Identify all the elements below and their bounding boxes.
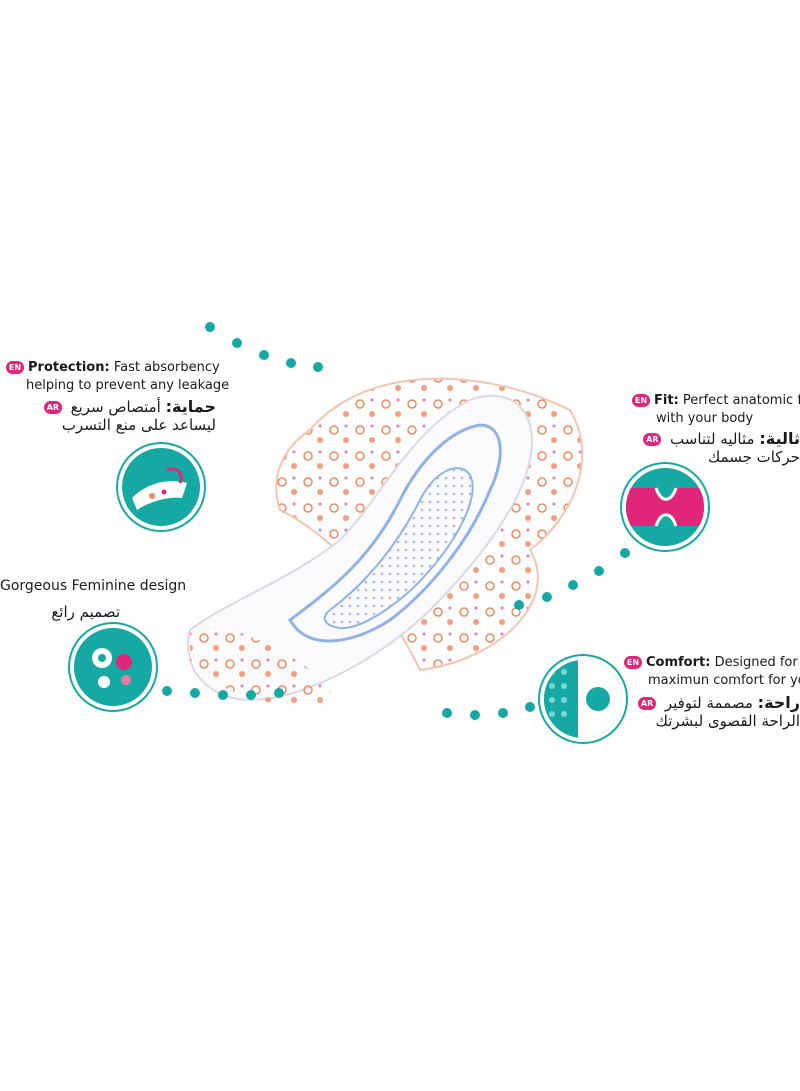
fit-en-line-1: EN Fit: Perfect anatomic fi [632,392,800,410]
protection-ar: حماية: أمتصاص سريع AR ليساعد على منع الت… [6,398,216,434]
protection-text-ar-1: أمتصاص سريع [70,398,161,416]
design-ar: تصميم رائع [0,603,120,621]
ar-badge: AR [43,401,62,414]
comfort-feature: EN Comfort: Designed for maximun comfort … [624,654,800,690]
design-circle-icon [70,624,156,710]
protection-text-en-2: helping to prevent any leakage [26,378,230,393]
en-badge: EN [632,394,650,407]
comfort-ar: راحة: مصممة لتوفير AR الراحة القصوى لبشر… [624,694,800,730]
fit-text-en-2: with your body [656,411,754,426]
en-badge: EN [624,656,642,669]
comfort-circle-icon [540,656,626,742]
ar-badge: AR [638,697,657,710]
comfort-title-ar: راحة: [757,693,800,712]
protection-feature: EN Protection: Fast absorbency helping to… [6,359,229,395]
en-badge: EN [6,361,24,374]
fit-text-ar-1: مثاليه لتناسب [670,430,755,448]
fit-ar: ثالية: مثاليه لتناسب AR حركات جسمك [632,430,800,466]
protection-en-line-1: EN Protection: Fast absorbency [6,359,229,377]
pad-illustration [187,377,584,706]
protection-circle-icon [118,444,204,530]
pad-core [323,467,474,630]
comfort-en-line-1: EN Comfort: Designed for [624,654,800,672]
fit-ar-line-1: ثالية: مثاليه لتناسب AR [632,430,800,448]
comfort-ar-line-1: راحة: مصممة لتوفير AR [624,694,800,712]
protection-text-ar-2: ليساعد على منع التسرب [61,416,216,434]
protection-title-en: Protection: [28,360,110,375]
fit-text-ar-2: حركات جسمك [707,448,800,466]
protection-text-en-1: Fast absorbency [113,360,220,375]
protection-ar-line-1: حماية: أمتصاص سريع AR [6,398,216,416]
comfort-title-en: Comfort: [646,655,711,670]
pad-front-pattern [190,627,331,706]
ar-badge: AR [643,433,662,446]
comfort-text-ar-1: مصممة لتوفير [664,694,753,712]
design-text-en: Gorgeous Feminine design [0,578,187,594]
protection-title-ar: حماية: [165,397,216,416]
fit-title-ar: ثالية: [759,429,800,448]
fit-title-en: Fit: [654,393,679,408]
fit-circle-icon [622,464,708,550]
comfort-text-ar-2: الراحة القصوى لبشرتك [655,712,800,730]
comfort-text-en-2: maximun comfort for you [648,673,800,688]
fit-text-en-1: Perfect anatomic fi [682,393,800,408]
comfort-text-en-1: Designed for [714,655,798,670]
design-feature: Gorgeous Feminine design [0,577,186,595]
fit-feature: EN Fit: Perfect anatomic fi with your bod… [632,392,800,428]
design-text-ar: تصميم رائع [51,603,120,621]
pad-lace-pattern [288,423,502,643]
